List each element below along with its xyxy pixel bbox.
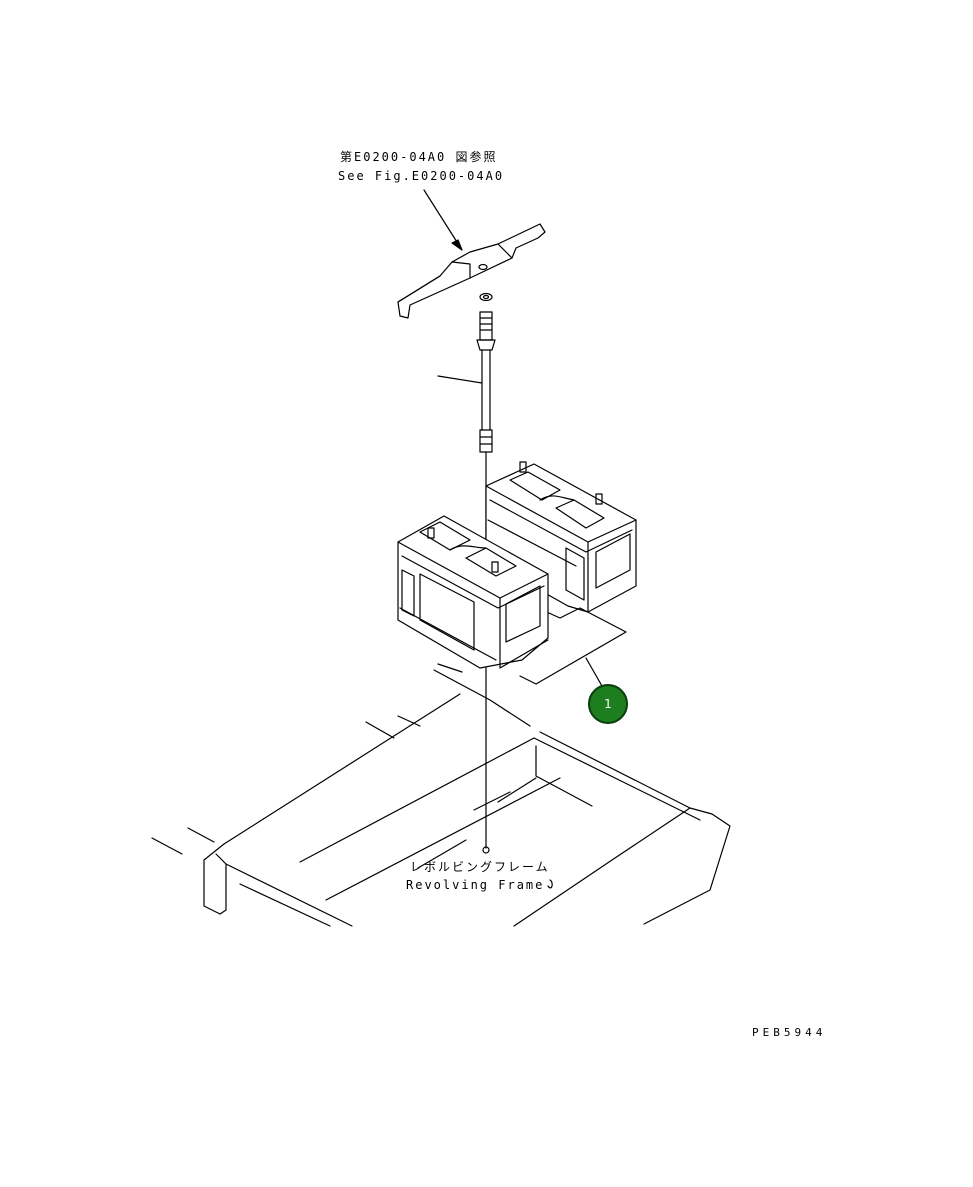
callout-number: 1: [604, 697, 612, 711]
frame-label-jp: レボルビングフレーム: [410, 860, 550, 874]
revolving-frame: [151, 663, 731, 927]
reference-leader-arrow: [423, 189, 463, 251]
part-callout-1[interactable]: 1: [588, 684, 628, 724]
battery-front: [397, 515, 549, 669]
callout-leader: [585, 657, 603, 687]
battery-bracket: [397, 223, 546, 319]
frame-label-en: Revolving Frame: [406, 878, 545, 892]
reference-label-en: See Fig.E0200-04A0: [338, 169, 505, 183]
reference-label-jp: 第E0200-04A0 図参照: [340, 150, 498, 164]
figure-code: PEB5944: [752, 1026, 827, 1039]
